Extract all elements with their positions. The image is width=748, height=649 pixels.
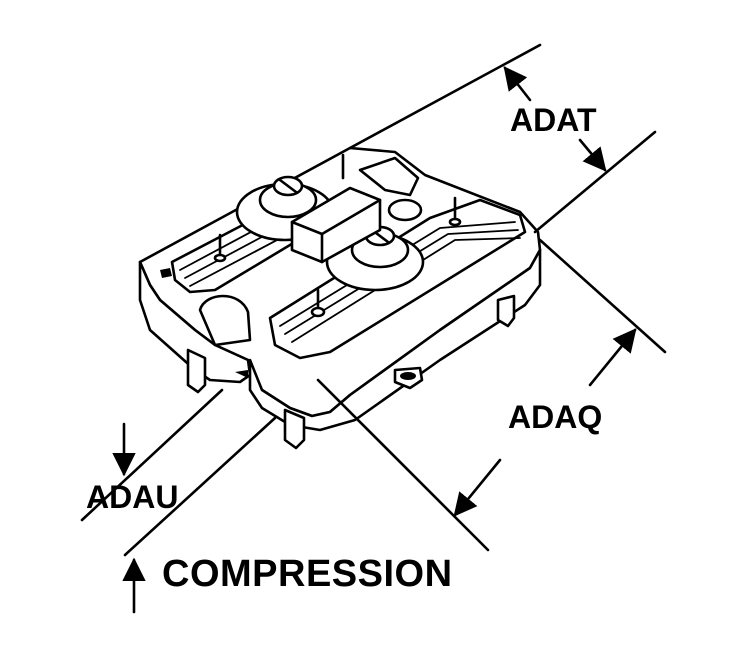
dimension-lines	[80, 43, 667, 614]
adat-arrow-upper	[503, 66, 532, 102]
upper-clip	[358, 156, 423, 222]
adaq-arrow-upper	[588, 328, 637, 387]
mounting-legs	[186, 294, 516, 450]
center-block	[290, 186, 382, 264]
left-notch	[198, 294, 252, 347]
adat-arrow-lower	[578, 138, 607, 172]
adaq-arrow-lower	[453, 458, 502, 517]
label-adau: ADAU	[86, 479, 178, 515]
label-compression: COMPRESSION	[162, 553, 453, 595]
left-screw	[235, 175, 335, 242]
label-adat: ADAT	[510, 102, 597, 138]
label-adaq: ADAQ	[508, 399, 602, 435]
component-body	[138, 146, 542, 450]
